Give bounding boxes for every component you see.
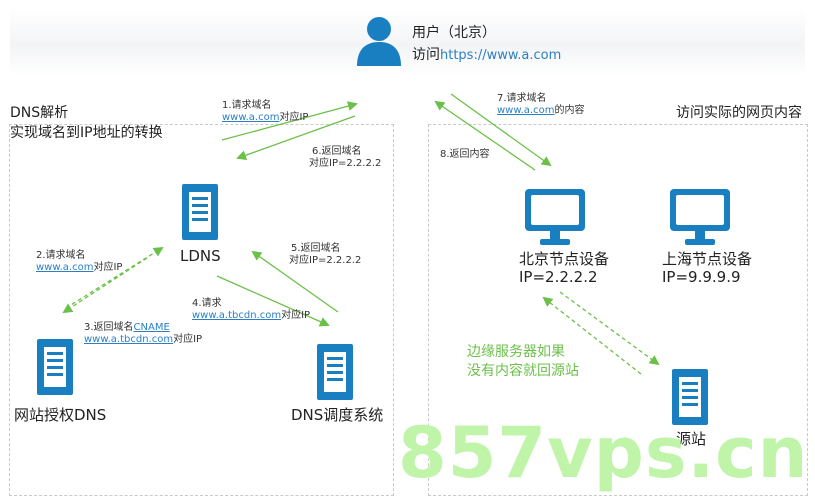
step-3-label: 3.返回域名CNAME <box>84 323 170 333</box>
step-7-label: 7.请求域名 <box>497 93 547 104</box>
content-panel-title: 访问实际的网页内容 <box>676 105 802 121</box>
step-1-label: 1.请求域名 <box>222 100 272 111</box>
edge-note-line-1: 边缘服务器如果 <box>467 344 565 360</box>
content-panel <box>428 124 808 496</box>
auth-dns-server-icon <box>36 338 74 396</box>
step-4-label: 4.请求 <box>192 298 222 309</box>
step-7-link[interactable]: www.a.com <box>497 105 555 116</box>
step-7-suffix: 的内容 <box>554 105 585 116</box>
step-1-link[interactable]: www.a.com <box>222 112 280 123</box>
origin-label: 源站 <box>676 430 707 448</box>
step-4-suffix: 对应IP <box>281 310 311 321</box>
arrow-step-4 <box>216 275 330 327</box>
arrow-step-7 <box>450 93 552 167</box>
step-5-label: 5.返回域名 <box>291 243 341 254</box>
arrow-step-6 <box>236 115 356 161</box>
shanghai-monitor-icon <box>669 188 731 248</box>
step-3-suffix: 对应IP <box>173 334 203 345</box>
arrow-step-8 <box>434 100 536 171</box>
arrow-step-3 <box>62 257 148 314</box>
arrow-step-1 <box>221 101 358 141</box>
step-1-suffix: 对应IP <box>279 112 309 123</box>
header-band <box>10 8 805 76</box>
user-title: 用户（北京） <box>412 25 496 41</box>
ldns-server-icon <box>181 183 219 241</box>
edge-note-line-2: 没有内容就回源站 <box>467 363 579 379</box>
beijing-node-name: 北京节点设备 <box>519 250 610 268</box>
step-3-prefix: 3.返回域名 <box>84 322 134 333</box>
shanghai-node-name: 上海节点设备 <box>662 250 753 268</box>
step-2-link[interactable]: www.a.com <box>36 262 94 273</box>
step-3-link[interactable]: www.a.tbcdn.com <box>84 334 174 345</box>
dns-panel <box>9 124 394 496</box>
step-7-detail: www.a.com的内容 <box>497 106 584 116</box>
step-3-detail: www.a.tbcdn.com对应IP <box>84 335 202 345</box>
step-3-cname[interactable]: CNAME <box>133 322 170 333</box>
arrow-origin-down <box>559 291 660 366</box>
arrow-step-5 <box>251 250 339 313</box>
user-icon <box>355 14 403 66</box>
dns-panel-title-2: 实现域名到IP地址的转换 <box>10 125 163 141</box>
step-2-label: 2.请求域名 <box>36 250 86 261</box>
step-6-detail: 对应IP=2.2.2.2 <box>309 158 382 169</box>
beijing-monitor-icon <box>524 188 586 248</box>
shanghai-node-ip: IP=9.9.9.9 <box>662 268 741 286</box>
beijing-node-ip: IP=2.2.2.2 <box>519 268 598 286</box>
watermark: 857vps.cn <box>398 412 809 494</box>
step-4-detail: www.a.tbcdn.com对应IP <box>192 311 310 321</box>
step-4-link[interactable]: www.a.tbcdn.com <box>192 310 282 321</box>
user-visit-url[interactable]: https://www.a.com <box>440 48 562 63</box>
dns-panel-title-1: DNS解析 <box>10 105 69 121</box>
user-visit-prefix: 访问 <box>412 47 440 63</box>
step-1-detail: www.a.com对应IP <box>222 113 308 123</box>
step-6-label: 6.返回域名 <box>312 146 362 157</box>
origin-server-icon <box>671 368 709 426</box>
auth-dns-label: 网站授权DNS <box>14 406 107 424</box>
step-2-suffix: 对应IP <box>93 262 123 273</box>
dispatch-server-icon <box>316 343 354 401</box>
user-visit: 访问https://www.a.com <box>412 48 561 62</box>
step-8-label: 8.返回内容 <box>440 149 490 160</box>
dispatch-dns-label: DNS调度系统 <box>291 406 384 424</box>
ldns-label: LDNS <box>180 247 221 265</box>
step-5-detail: 对应IP=2.2.2.2 <box>289 255 362 266</box>
step-2-detail: www.a.com对应IP <box>36 263 122 273</box>
